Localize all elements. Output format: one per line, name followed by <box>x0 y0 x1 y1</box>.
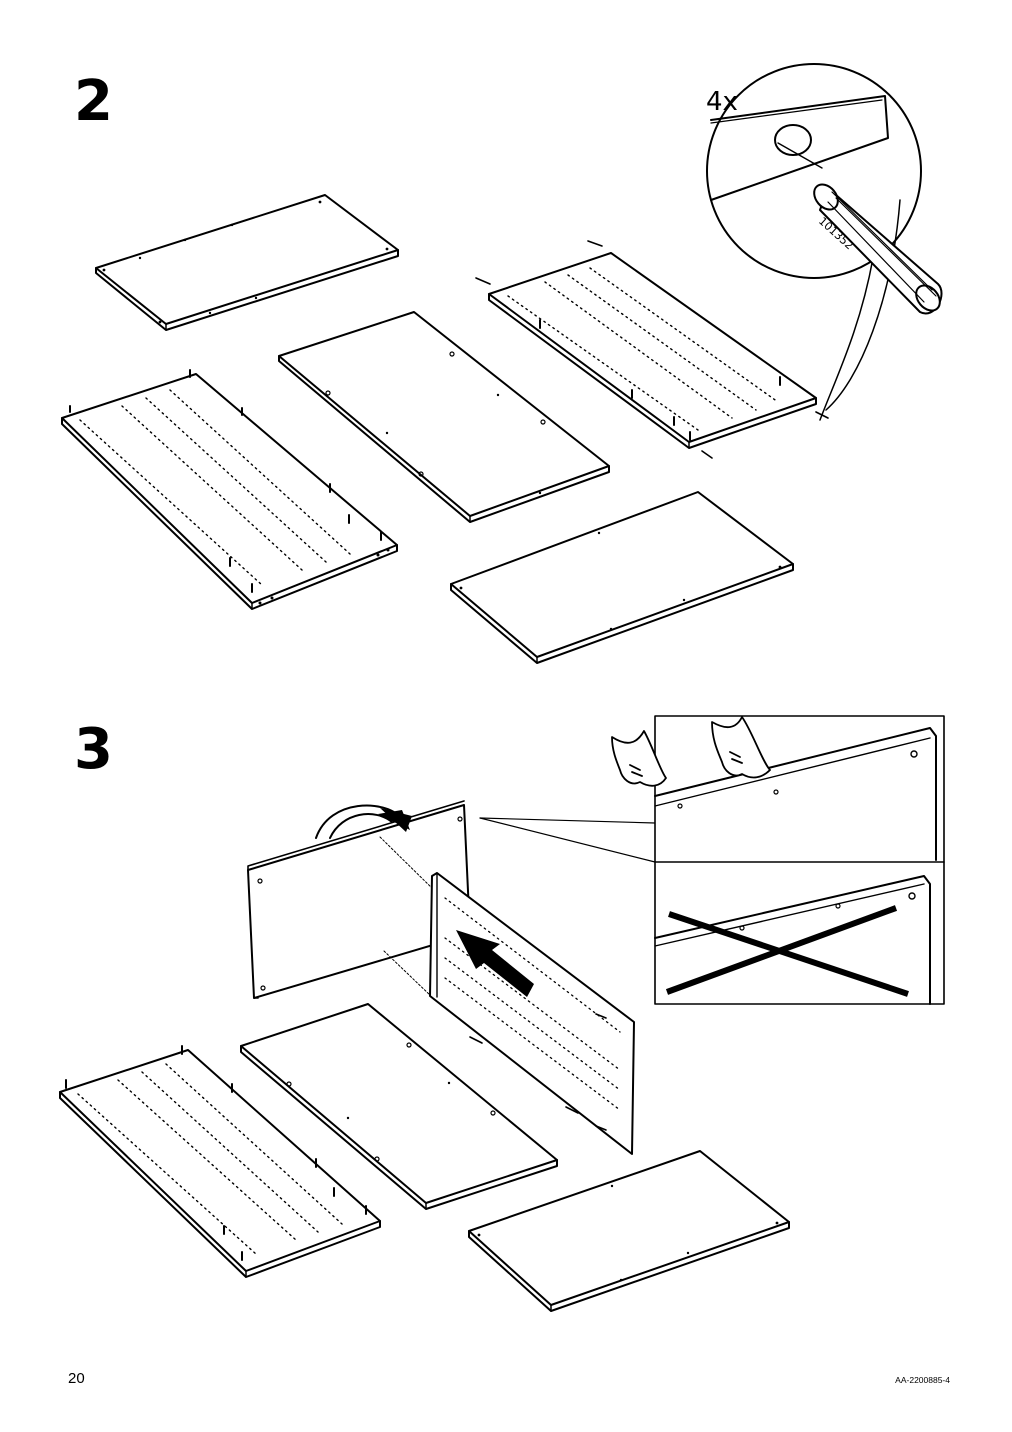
push-arrow-icon <box>456 930 534 997</box>
board-middle-step3 <box>240 1003 558 1210</box>
side-panel-right <box>475 240 829 459</box>
page-number: 20 <box>68 1370 85 1387</box>
pointing-hand-icon <box>611 730 667 787</box>
board-middle <box>278 311 610 523</box>
board-bottom-right <box>450 491 794 664</box>
curved-arrow-icon <box>315 804 412 839</box>
board-top-left <box>95 194 399 331</box>
magnifier-callout <box>706 63 943 421</box>
cross-mark-icon <box>665 905 909 997</box>
quantity-label: 4x <box>706 87 738 117</box>
detail-box <box>611 715 945 1005</box>
step-2-number: 2 <box>74 69 113 134</box>
board-bottom-step3 <box>468 1150 790 1312</box>
pointing-hand-icon <box>711 716 771 779</box>
step-3-number: 3 <box>74 717 113 782</box>
document-code: AA-2200885-4 <box>895 1375 950 1385</box>
side-panel-left-step3 <box>59 1045 381 1278</box>
dowel-icon <box>813 183 943 315</box>
side-panel-left <box>61 369 398 610</box>
